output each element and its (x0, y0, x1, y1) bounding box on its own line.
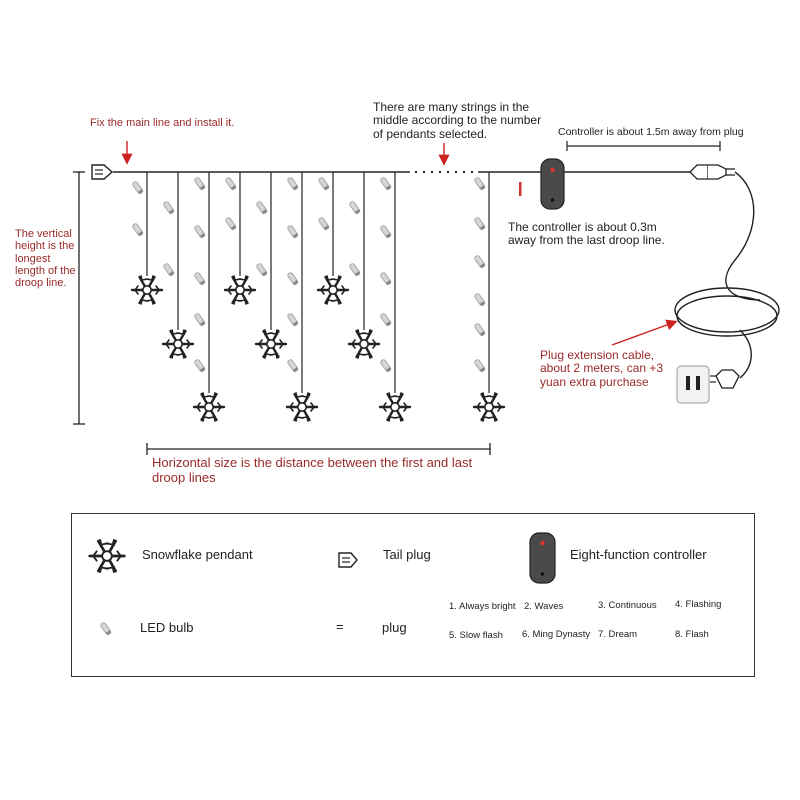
snowflake-pendant-icon (161, 328, 195, 360)
legend-controller-icon (529, 532, 556, 584)
extension-cable (674, 171, 780, 379)
middle-strings-note: There are many strings in the middle acc… (373, 100, 542, 141)
horizontal-dimension (146, 443, 491, 455)
led-bulb-icon (286, 271, 300, 286)
snowflake-pendant-icon (316, 274, 350, 306)
led-bulb-icon (131, 222, 145, 237)
plug-icon (689, 164, 735, 180)
extension-cable-arrow (611, 319, 678, 346)
legend-controller-label: Eight-function controller (570, 547, 707, 562)
vertical-height-note: The vertical height is the longest lengt… (15, 228, 76, 290)
led-bulb-icon (379, 358, 393, 373)
snowflake-pendant-icon (347, 328, 381, 360)
led-bulb-icon (162, 262, 176, 277)
controller-plug-note: Controller is about 1.5m away from plug (558, 126, 744, 138)
mode-8: 8. Flash (675, 629, 709, 640)
legend-tail-plug-label: Tail plug (383, 547, 431, 562)
snowflake-pendant-icon (285, 391, 319, 423)
led-bulb-icon (317, 216, 331, 231)
led-bulb-icon (255, 200, 269, 215)
mode-5: 5. Slow flash (449, 630, 503, 641)
extension-cable-note: Plug extension cable, about 2 meters, ca… (540, 348, 664, 389)
led-bulb-icon (473, 322, 487, 337)
led-bulb-icon (193, 358, 207, 373)
legend-led-bulb-label: LED bulb (140, 620, 194, 635)
led-bulb-icon (473, 176, 487, 191)
mode-7: 7. Dream (598, 629, 638, 640)
controller-droop-note: The controller is about 0.3m away from t… (508, 220, 665, 248)
controller-icon (540, 158, 565, 210)
led-bulb-icon (255, 262, 269, 277)
extension-plug-icon (710, 369, 740, 389)
legend-snowflake-label: Snowflake pendant (142, 547, 253, 562)
legend-box (71, 513, 755, 677)
led-bulb-icon (348, 262, 362, 277)
led-bulb-icon (193, 312, 207, 327)
led-bulb-icon (379, 312, 393, 327)
mode-4: 4. Flashing (675, 599, 722, 610)
led-bulb-icon (473, 358, 487, 373)
legend-equals-sign: = (336, 619, 344, 634)
led-bulb-icon (473, 292, 487, 307)
tail-plug-icon (91, 164, 114, 180)
led-bulb-icon (193, 271, 207, 286)
legend-tail-plug-icon (338, 552, 358, 568)
led-bulb-icon (193, 224, 207, 239)
main-line-note: Fix the main line and install it. (90, 117, 235, 129)
snowflake-pendant-icon (378, 391, 412, 423)
led-bulb-icon (286, 358, 300, 373)
led-bulb-icon (286, 224, 300, 239)
snowflake-pendant-icon (472, 391, 506, 423)
snowflake-pendant-icon (254, 328, 288, 360)
vertical-dimension (73, 171, 85, 425)
led-bulb-icon (379, 176, 393, 191)
led-bulb-icon (473, 254, 487, 269)
led-bulb-icon (317, 176, 331, 191)
horizontal-size-note: Horizontal size is the distance between … (152, 455, 473, 485)
mode-1: 1. Always bright (449, 601, 516, 612)
legend-plug-label: plug (382, 620, 407, 635)
mode-2: 2. Waves (524, 601, 564, 612)
wall-socket-icon (676, 365, 710, 404)
mode-6: 6. Ming Dynasty (522, 629, 591, 640)
droop-lines (130, 172, 506, 423)
led-bulb-icon (348, 200, 362, 215)
led-bulb-icon (286, 312, 300, 327)
led-bulb-icon (162, 200, 176, 215)
snowflake-pendant-icon (223, 274, 257, 306)
controller-plug-dimension (566, 141, 721, 151)
snowflake-pendant-icon (130, 274, 164, 306)
led-bulb-icon (379, 224, 393, 239)
led-bulb-icon (131, 180, 145, 195)
led-bulb-icon (379, 271, 393, 286)
red-mark-icon (519, 182, 522, 196)
snowflake-pendant-icon (192, 391, 226, 423)
led-bulb-icon (473, 216, 487, 231)
led-bulb-icon (193, 176, 207, 191)
led-bulb-icon (224, 176, 238, 191)
mode-3: 3. Continuous (598, 600, 657, 611)
led-bulb-icon (286, 176, 300, 191)
led-bulb-icon (224, 216, 238, 231)
